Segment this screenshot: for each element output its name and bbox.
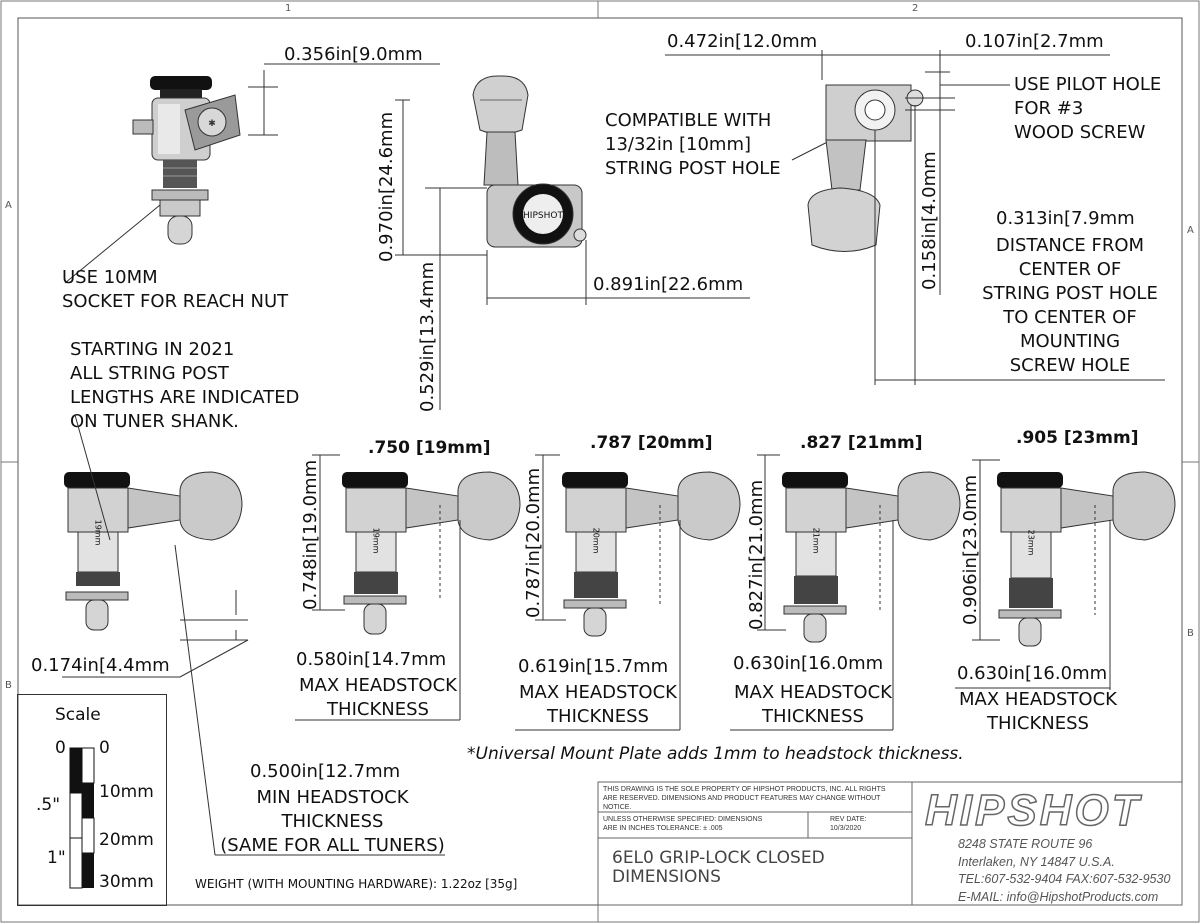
title-block-rev: REV DATE: 10/3/2020 (830, 816, 867, 832)
dim-max-21mm: 0.630in[16.0mm (733, 653, 884, 674)
dim-top-left: 0.356in[9.0mm (284, 44, 423, 65)
dim-max-19mm: 0.580in[14.7mm (296, 649, 447, 670)
label-max-20mm: MAX HEADSTOCK THICKNESS (519, 682, 677, 727)
scale-left-half: .5" (36, 795, 61, 815)
dim-top-right-dist: 0.313in[7.9mm (996, 208, 1135, 229)
scale-right-20: 20mm (99, 830, 154, 850)
header-20mm: .787 [20mm] (590, 433, 713, 453)
tuner-side-left (64, 471, 243, 631)
zone-label-b-left: B (5, 680, 12, 691)
zone-label-a-right: A (1187, 225, 1194, 236)
zone-label-b-right: B (1187, 628, 1194, 639)
svg-text:✱: ✱ (208, 119, 216, 129)
dim-max-20mm: 0.619in[15.7mm (518, 656, 669, 677)
header-23mm: .905 [23mm] (1016, 428, 1139, 448)
hipshot-brand-logo: HIPSHOT (924, 785, 1142, 836)
scale-box (17, 694, 167, 906)
tuner-side-21mm (782, 471, 961, 643)
header-19mm: .750 [19mm] (368, 438, 491, 458)
weight-label: WEIGHT (WITH MOUNTING HARDWARE): 1.22oz … (195, 877, 518, 891)
title-block-tolerance: UNLESS OTHERWISE SPECIFIED: DIMENSIONS A… (603, 816, 763, 832)
dim-min-headstock: 0.500in[12.7mm (250, 761, 401, 782)
title-block-property: THIS DRAWING IS THE SOLE PROPERTY OF HIP… (603, 786, 886, 811)
dim-bottom-left: 0.174in[4.4mm (31, 655, 170, 676)
dim-top-right-a: 0.472in[12.0mm (667, 31, 818, 52)
note-compatible: COMPATIBLE WITH 13/32in [10mm] STRING PO… (605, 110, 781, 179)
note-distance: DISTANCE FROM CENTER OF STRING POST HOLE… (982, 235, 1158, 376)
note-universal-mount: *Universal Mount Plate adds 1mm to heads… (467, 744, 964, 764)
zone-label-a-left: A (5, 200, 12, 211)
label-max-21mm: MAX HEADSTOCK THICKNESS (734, 682, 892, 727)
dim-max-23mm: 0.630in[16.0mm (957, 663, 1108, 684)
note-starting-2021: STARTING IN 2021 ALL STRING POST LENGTHS… (70, 339, 300, 432)
label-max-23mm: MAX HEADSTOCK THICKNESS (959, 689, 1117, 734)
label-min-headstock: MIN HEADSTOCK THICKNESS (SAME FOR ALL TU… (220, 787, 445, 856)
note-pilot-hole: USE PILOT HOLE FOR #3 WOOD SCREW (1014, 74, 1162, 143)
tuner-side-20mm (562, 471, 741, 637)
zone-label-1: 1 (285, 3, 292, 14)
title-block-title: 6EL0 GRIP-LOCK CLOSED DIMENSIONS (612, 848, 825, 887)
tuner-side-19mm (342, 471, 521, 635)
scale-right-10: 10mm (99, 782, 154, 802)
scale-right-0: 0 (99, 738, 110, 758)
title-block-address: 8248 STATE ROUTE 96 Interlaken, NY 14847… (958, 837, 1171, 904)
header-21mm: .827 [21mm] (800, 433, 923, 453)
note-socket: USE 10MM SOCKET FOR REACH NUT (62, 267, 289, 312)
scale-right-30: 30mm (99, 872, 154, 892)
dim-top-middle-width: 0.891in[22.6mm (593, 274, 744, 295)
label-max-19mm: MAX HEADSTOCK THICKNESS (299, 675, 457, 720)
tuner-side-23mm (997, 471, 1176, 647)
zone-label-2: 2 (912, 3, 919, 14)
hipshot-logo-disc: HIPSHOT (523, 211, 563, 221)
dim-top-right-b: 0.107in[2.7mm (965, 31, 1104, 52)
scale-left-1: 1" (47, 848, 66, 868)
scale-left-0: 0 (55, 738, 66, 758)
scale-title: Scale (55, 705, 101, 725)
